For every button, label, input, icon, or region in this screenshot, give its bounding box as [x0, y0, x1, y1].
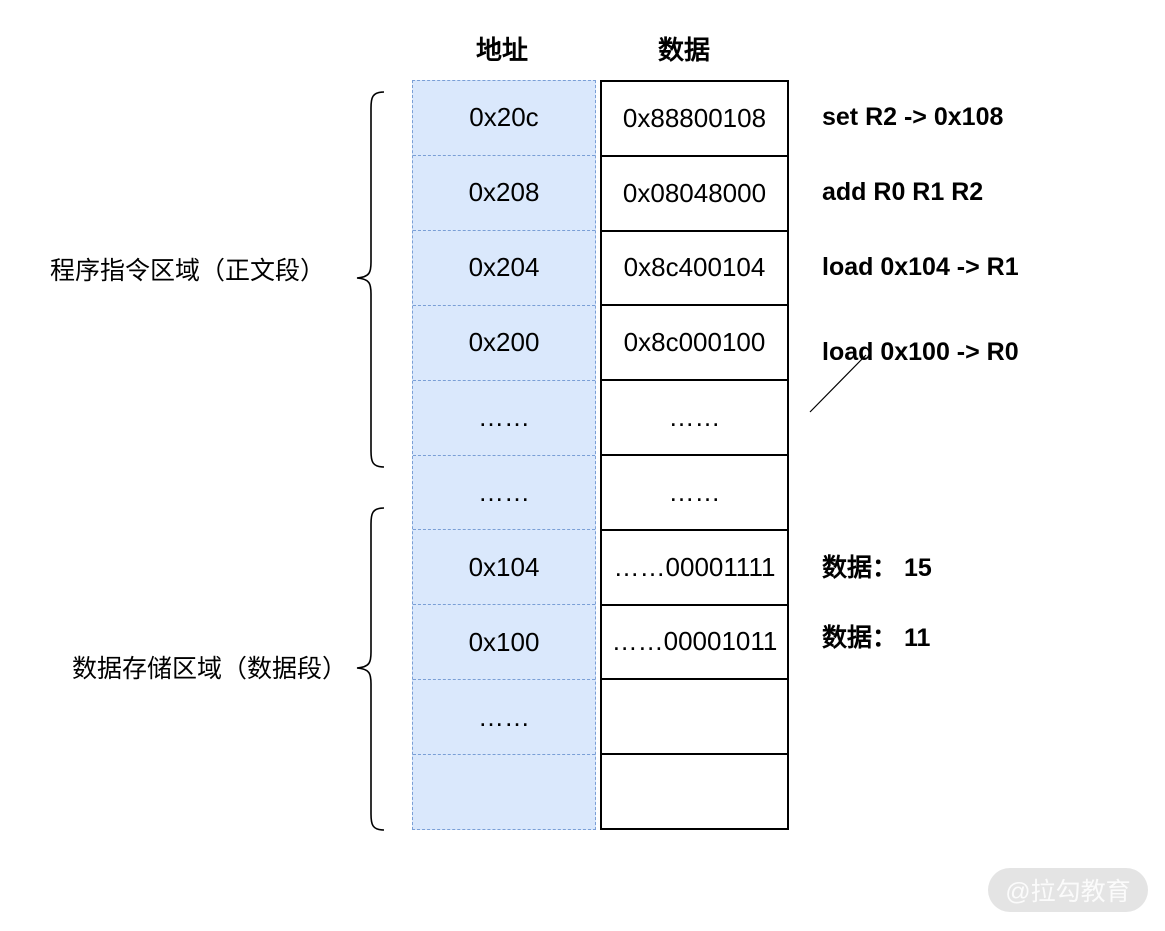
data-cell: ……: [602, 381, 787, 456]
data-cell: 0x88800108: [602, 82, 787, 157]
instruction-annotation: set R2 -> 0x108: [822, 103, 1004, 131]
text-segment-label: 程序指令区域（正文段）: [50, 257, 326, 285]
data-cell: 0x08048000: [602, 157, 787, 232]
data-cell: ……00001011: [602, 606, 787, 681]
data-cell: [602, 755, 787, 828]
address-cell: ……: [413, 456, 595, 531]
address-cell: ……: [413, 381, 595, 456]
address-cell: 0x104: [413, 530, 595, 606]
data-value-annotation: 数据： 11: [822, 624, 931, 652]
address-cell: 0x20c: [413, 81, 595, 156]
address-cell: 0x100: [413, 605, 595, 681]
address-cell: ……: [413, 680, 595, 756]
address-cell: [413, 755, 595, 829]
data-cell: ……: [602, 456, 787, 531]
text-segment-brace: [356, 91, 385, 468]
data-segment-brace: [356, 507, 385, 831]
address-cell: 0x204: [413, 231, 595, 306]
data-column: 0x88800108 0x08048000 0x8c400104 0x8c000…: [600, 80, 789, 830]
instruction-annotation: load 0x104 -> R1: [822, 253, 1019, 281]
watermark-badge: @拉勾教育: [988, 868, 1148, 912]
data-cell: 0x8c400104: [602, 232, 787, 307]
address-column-header: 地址: [475, 35, 529, 65]
address-cell: 0x200: [413, 306, 595, 381]
data-value-annotation: 数据： 15: [822, 554, 932, 582]
address-cell: 0x208: [413, 156, 595, 231]
data-cell: [602, 680, 787, 756]
data-cell: ……00001111: [602, 531, 787, 606]
address-column: 0x20c 0x208 0x204 0x200 …… …… 0x104 0x10…: [412, 80, 596, 830]
instruction-annotation: add R0 R1 R2: [822, 178, 984, 206]
data-segment-label: 数据存储区域（数据段）: [72, 655, 348, 683]
data-column-header: 数据: [657, 35, 711, 65]
data-cell: 0x8c000100: [602, 306, 787, 382]
instruction-annotation: load 0x100 -> R0: [822, 338, 1019, 366]
